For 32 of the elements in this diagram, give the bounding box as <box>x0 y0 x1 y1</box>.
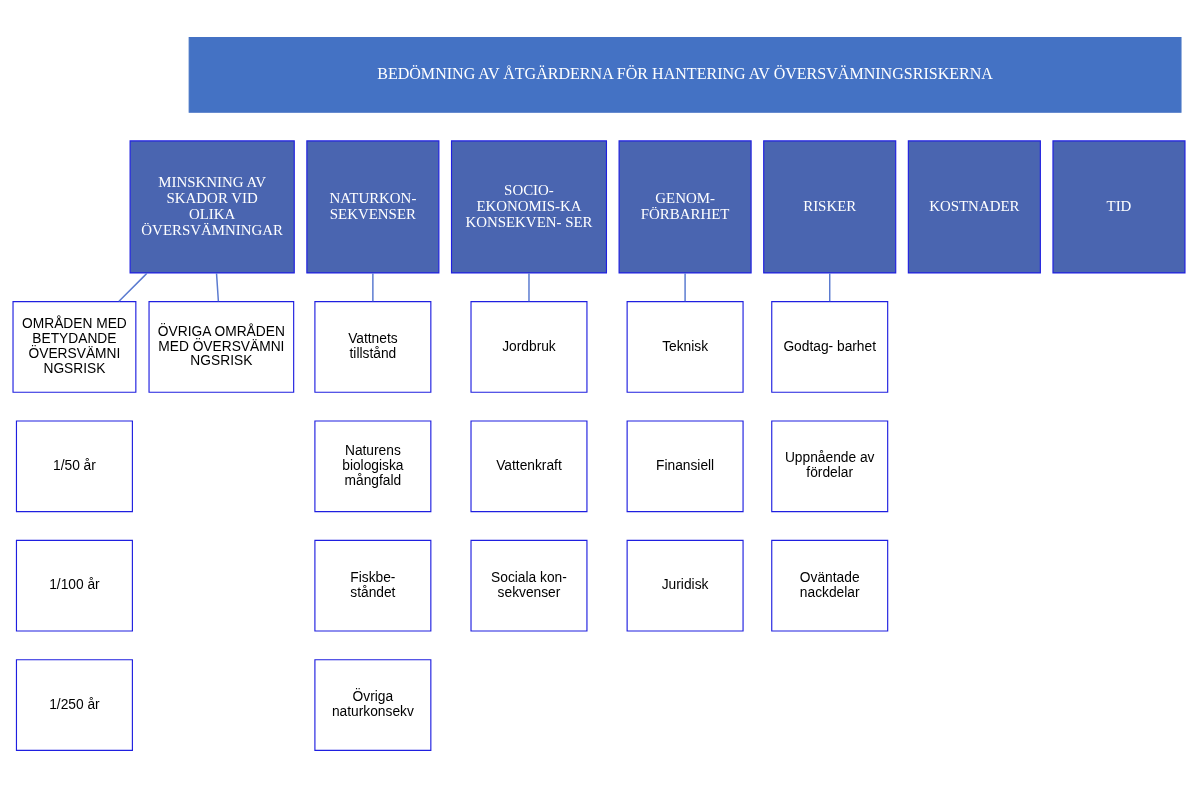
node-box: Vattenkraft <box>470 419 588 512</box>
node-box: 1/250 år <box>15 658 133 751</box>
node-box: TID <box>1052 139 1186 273</box>
node-box: Övriga naturkonsekv <box>314 658 432 751</box>
node-box: ÖVRIGA OMRÅDEN MED ÖVERSVÄMNI NGSRISK <box>148 300 295 393</box>
node-box: 1/100 år <box>15 539 133 632</box>
node-box: Juridisk <box>626 539 744 632</box>
node-box: OMRÅDEN MED BETYDANDE ÖVERSVÄMNI NGSRISK <box>12 300 137 393</box>
node-box: KOSTNADER <box>907 139 1041 273</box>
node-box: NATURKON- SEKVENSER <box>306 139 440 273</box>
node-box: Fiskbe- ståndet <box>314 539 432 632</box>
node-box: RISKER <box>763 139 897 273</box>
node-box: Oväntade nackdelar <box>771 539 889 632</box>
node-box: Naturens biologiska mångfald <box>314 419 432 512</box>
connector <box>684 272 686 302</box>
node-box: Godtag- barhet <box>771 300 889 393</box>
node-box: Sociala kon- sekvenser <box>470 539 588 632</box>
node-box: Jordbruk <box>470 300 588 393</box>
connector <box>118 272 148 302</box>
node-box: Uppnående av fördelar <box>771 419 889 512</box>
connector <box>528 272 530 302</box>
node-box: Finansiell <box>626 419 744 512</box>
connector <box>828 272 831 302</box>
node-box: BEDÖMNING AV ÅTGÄRDERNA FÖR HANTERING AV ÖVERSVÄMNINGSRISKERNA <box>188 36 1182 113</box>
node-box: SOCIO- EKONOMIS-KA KONSEKVEN- SER <box>450 139 608 273</box>
node-box: MINSKNING AV SKADOR VID OLIKA ÖVERSVÄMNINGAR <box>129 139 295 273</box>
connector <box>215 272 220 302</box>
connector <box>372 272 374 302</box>
node-box: Vattnets tillstånd <box>314 300 432 393</box>
node-box: Teknisk <box>626 300 744 393</box>
node-box: GENOM- FÖRBARHET <box>618 139 752 273</box>
node-box: 1/50 år <box>15 419 133 512</box>
